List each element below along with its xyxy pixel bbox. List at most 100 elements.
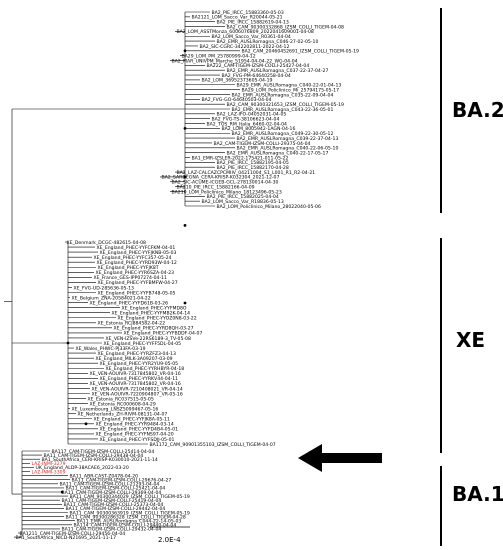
node-marker (66, 341, 70, 345)
tip-label-ba2: BA1_EMR-IZSLER-2022-175421-011-05-22 (192, 155, 289, 161)
tip-label-ba2: BA2_EMR_AUSLRomagna_C046-27-02-05-10 (217, 39, 319, 45)
tip-label-ba2: BA2_LOM_8005942-1AGN-04-16 (222, 126, 296, 132)
tip-label-xe: XE_England_PHEC-YYRHBYR-04-18 (106, 366, 185, 372)
tip-label-ba2: BA2_PIE_IRCC_15883360-05-03 (212, 10, 284, 16)
tip-label-ba1: BA11_CAM_90300344029_IZSM_COLLI_TIGEM-05… (70, 494, 190, 500)
tip-label-xe: XE_England_PHEC-YYFBMFW-04-27 (98, 280, 178, 286)
tip-label-ba2: BA2_FVG-GO-64640503-04-04 (202, 97, 272, 103)
node-marker (60, 490, 64, 494)
node-marker (84, 422, 88, 426)
tip-label-xe: XE_England_PHEC-YYFMD8O (122, 305, 187, 311)
clade-label-xe: XE (456, 328, 486, 352)
tip-label-xe: XE_England_PHEC-YYRKV44-04-11 (100, 376, 179, 382)
tip-label-xe: XE_Netherlands_ZH-RIVM-08131-04-07 (78, 412, 168, 418)
tip-label-xe: XE_Denmark_DCGC-482615-04-08 (67, 240, 147, 246)
tip-label-ba2: BA2_LOM_36952373605-04-19 (202, 78, 273, 84)
tip-label-ba1: BA11_CAM-TIGEM-IZSM-COLLI-29432-04-04 (62, 527, 162, 533)
tip-label-ba2: BA2_EMR_AUSLRomagna_C039-22-37-04-13 (237, 136, 339, 142)
tip-label-ba2: BA210_PIE_IRCC_15882166-04-09 (177, 184, 255, 190)
tip-label-ba1: BA1211_CAM-TIGEM-IZSM-COLLI-29456-04-04 (20, 531, 126, 537)
tip-label-xe: XE_VEN-AOUIVR-7210408021_VR-04-14 (92, 386, 183, 392)
arrow-icon (298, 444, 382, 472)
node-marker (183, 301, 187, 305)
tip-label-xe: XE_VEN-AOUIVR-7317845802_VR-04-16 (90, 381, 181, 387)
tip-label-ba2: BA2_EMR_AUSLRomagna_C049-22-30-05-12 (232, 131, 334, 137)
tip-label-ba1: BA11_CAM-TIGEM-IZSM-COLLI-29438-04-04 (44, 453, 144, 459)
tip-label-ba1: BA11_EMR_AUSLRomagna_C044-22-14-05-03 (77, 519, 182, 525)
tip-label-xe: XE_Estonia_RC000608-04-29 (90, 401, 156, 407)
tip-label-ba2: BA2_PIE_IRCC_15882025-04-04 (207, 194, 279, 200)
tip-label-ba1: BA11_CAM-TIGEM-IZSM-COLLI-25421-04-04 (66, 486, 166, 492)
tip-label-ba2: BA2_LOM_Sacco_Var_R18836-05-13 (202, 199, 284, 205)
tip-label-ba2: BA2_CAM-TIGEM-IZSM-COLLI-29375-04-04 (214, 141, 311, 147)
tip-label-ba2: BA2_SARDEGNA_CERA-KRISP-K032304_2021-12-… (162, 175, 280, 181)
tip-label-xe: XE_Wales_PHWC-PJ33FA-03-19 (76, 346, 146, 352)
tip-label-ba2: BA2_LAZ-IFO-04052031-04-05 (217, 112, 287, 118)
tip-label-ba2: BA2_EMR_AUSLRomagna_C043-22-36-05-01 (232, 107, 334, 113)
tip-label-ba2: BA2_PIE_IRCC_15882619-04-13 (217, 20, 289, 26)
tip-label-ba2: BA2_LOM_ASSTMonza_6006076809_20220416090… (177, 29, 314, 35)
tree-tip-labels: BA2_PIE_IRCC_15883360-05-03BA2121_LOM_Sa… (16, 10, 360, 541)
tip-label-xe: XE_England_PHEC-YYFCFKM-04-01 (97, 245, 176, 251)
tip-label-ba1: BA11_ABR-CAST-Z0478-04-20 (70, 473, 139, 479)
tip-label-xe: XE_England_PHEC-YYFD4B4-05-01 (100, 427, 179, 433)
clade-bracket-xe (440, 238, 442, 453)
tip-label-ba2: BA2_PIE_IRCC_15882170-04-28 (217, 165, 289, 171)
tip-label-ba1: BA117_CAM-TIGEM-IZSM-COLLI-25414-04-04 (52, 449, 155, 455)
tip-label-xe: XE_Estonia_RC037515-05-05 (88, 396, 154, 402)
tip-label-ba1: BA1_SouthAfrica_CERI-KRISP-K030010-2021-… (42, 457, 158, 463)
tip-label-xe: XE_England_MILK-3A09207-03-09 (96, 356, 173, 362)
tip-label-ba1: BA1_SouthAfrica_NICD-N21695_2021-11-17 (16, 535, 117, 541)
tip-label-xe: XE_England_PHEC-YYFJKNB-05-03 (100, 250, 177, 256)
tip-label-ba2: BA2_PIE_IRCC_15882195-04-05 (217, 160, 289, 166)
tip-label-ba1: BA11_CAM-TIGEM-IZSM-COLLI-21293-04-04 (60, 482, 160, 488)
tip-label-xe: XE_VEN-IZSVe-22RS6189-3_TV-05-08 (106, 336, 191, 342)
tip-label-xe: XE_England_PHEC-YYFD61B-03-26 (90, 300, 169, 306)
tip-label-ba1: LAZ-INMI-3309 (32, 469, 66, 475)
tip-label-xe: XE_England_PHEC-YYFF5DL-04-05 (104, 341, 182, 347)
tip-label-ba2: BA2_TOS_RM_Italia_6460-02-04-04 (207, 121, 288, 127)
tip-label-xe: XE_VEN-AOUIVR-7220904807_VR-05-16 (92, 391, 183, 397)
tip-label-xe: XE_England_PHEC-YYRZFZ3-04-13 (98, 351, 176, 357)
node-marker (183, 224, 187, 227)
tip-label-xe: XE_VEN-AOUIVR-7317845802_VR-04-16 (90, 371, 181, 377)
tip-label-xe: XE_England_PHEC-YYR9484-03-14 (96, 422, 174, 428)
tip-label-ba2: BA2_EMR_AUSLRomagna_C040-22-17-05-17 (227, 150, 329, 156)
tip-label-ba2: BA2_LAZ-CALCAZCPCMIIV_04211004_S1_L001_R… (177, 170, 316, 176)
tip-label-xe: XE_England_PHEC-YYFMB2K-04-14 (112, 311, 191, 317)
tip-label-xe: XE_England_PHEC-YYFB748-05-05 (98, 290, 176, 296)
clade-bracket-ba1 (440, 466, 442, 546)
tip-label-ba2: BA2_EMR_AUSLRomagna_C040-22-06-05-10 (237, 146, 339, 152)
tip-label-ba2: BA29_LOM_PM_25780999-04-12 (182, 53, 256, 59)
tip-label-ba1: LAZ-INMI-3279 (32, 461, 66, 467)
tip-label-ba2: BA2_FVG-PM-64640258-04-04 (222, 73, 291, 79)
tip-label-xe: XE_England_PHEC-YYFJK8T (98, 265, 159, 271)
tip-label-ba2: BA2_LOM_Policlinico_Milano_28022040-05-0… (217, 204, 321, 210)
tip-label-xe: XE_France_GES-IPP07274-04-11 (94, 275, 168, 281)
tip-label-ba2: BA29_LOM_Policlinico_Mi_25794175-05-17 (242, 87, 340, 93)
tip-label-xe: XE_England_PHEC-YYFC357-05-24 (94, 255, 172, 261)
tip-label-ba2: BA2_MAR_UNIVPM_Marche_51954-04-04-22_WG-… (172, 58, 298, 64)
tip-label-xe: XE_FVG-UD-285636-05-13 (74, 285, 135, 291)
tip-label-xe: XE_England_PHEC-YYFJK8A-05-11 (94, 417, 170, 423)
tip-label-ba2: BA29_EMR_AUSLRomagna_C040-22-01-04-13 (237, 83, 342, 89)
tip-label-xe: XE_England_PHEC-YYFBDDF-04-07 (124, 331, 203, 337)
clade-label-ba2: BA.2 (452, 98, 503, 122)
tip-label-ba1: UK_England_ALDP-38ACAE6_2022-03-20 (36, 465, 129, 471)
tip-label-ba1: BA114_CAM-TIGEM-IZSM-COLLI-29440-04-04 (74, 523, 177, 529)
node-marker (183, 175, 187, 179)
tip-label-ba2: BA2121_LOM_Sacco_Var_R20044-05-21 (192, 15, 283, 21)
tip-label-ba2: BA2_CAM_90300332868_IZSM_COLLI_TIGEM-04-… (227, 24, 345, 30)
tip-label-ba2: BA2_EMR_AUSLRomagna_C037-22-37-04-27 (227, 68, 329, 74)
tip-label-xe: XE_England_PHEC-YYOZ0N8-03-22 (118, 316, 197, 322)
tip-label-ba2: BA2_CAM_20460452691_IZSM_COLLI_TIGEM-05-… (242, 49, 360, 55)
tip-label-xe: XE_England_PHEC-YYR6SZA-04-23 (96, 270, 175, 276)
tip-label-xe: XE_England_PHEC-YYFSDJJ-05-01 (100, 437, 175, 443)
scale-bar-label: 2.0E-4 (158, 536, 181, 544)
tip-label-xe: XE_England_PHEC-YYR2YU9-05-05 (100, 361, 179, 367)
tip-label-ba1: BA11_CAM-TIGEM-IZSM-COLLI-25419-04-04 (62, 498, 162, 504)
tip-label-ba2: BA2_CAM_90300321653_IZSM_COLLI_TIGEM-05-… (227, 102, 345, 108)
tip-label-xe: XE_England_PHEC-YYRD8QH-03-27 (114, 326, 194, 332)
clade-label-ba1: BA.1 (452, 482, 503, 506)
